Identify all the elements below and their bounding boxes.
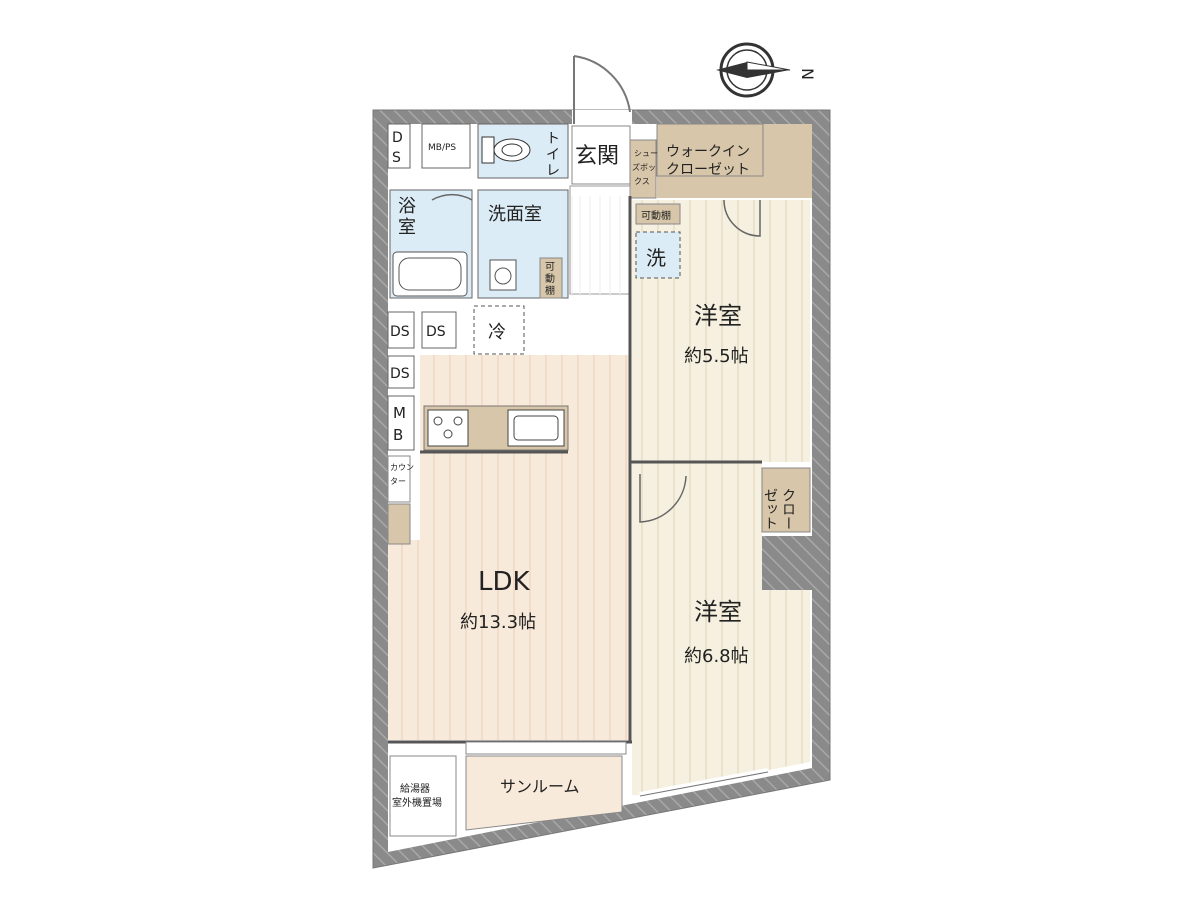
ds-shaft-1: [387, 311, 415, 349]
stove-icon: [427, 409, 469, 447]
svg-text:D: D: [392, 130, 403, 146]
svg-text:ズボッ: ズボッ: [632, 162, 656, 172]
sunroom-label: サンルーム: [500, 777, 580, 796]
svg-text:DS: DS: [390, 366, 410, 382]
svg-text:イ: イ: [546, 147, 560, 163]
svg-text:室外機置場: 室外機置場: [392, 796, 442, 809]
ldk-name: LDK: [478, 567, 531, 597]
laundry-area: [635, 231, 681, 279]
svg-text:室: 室: [398, 217, 416, 238]
western-room-2-floor: [632, 462, 810, 795]
svg-text:カウン: カウン: [390, 463, 414, 472]
water-heater-area: [389, 755, 457, 837]
ds-shaft-top: [387, 123, 411, 169]
movable-shelf-washroom: [539, 257, 563, 299]
fridge-label: 冷: [488, 322, 506, 343]
toilet-icon: [481, 136, 531, 164]
svg-text:DS: DS: [390, 324, 410, 340]
svg-text:可: 可: [545, 262, 555, 273]
svg-text:S: S: [392, 150, 401, 166]
svg-text:クス: クス: [634, 177, 650, 186]
laundry-label: 洗: [646, 246, 666, 270]
counter: [387, 455, 411, 503]
western-room-1-name: 洋室: [694, 302, 742, 330]
kitchen-sink-icon: [507, 409, 565, 447]
ds-shaft-2: [421, 311, 457, 349]
svg-text:棚: 棚: [545, 284, 555, 297]
svg-text:レ: レ: [546, 163, 560, 179]
sunroom: [465, 755, 623, 831]
north-label: N: [798, 68, 817, 80]
walk-in-closet-label-2: クローゼット: [666, 162, 750, 178]
svg-text:M: M: [393, 404, 406, 422]
svg-text:B: B: [393, 426, 403, 444]
svg-text:ゼット: ゼット: [762, 488, 778, 530]
svg-text:DS: DS: [426, 324, 446, 340]
svg-text:クロー: クロー: [780, 488, 796, 530]
svg-text:給湯器: 給湯器: [400, 782, 430, 795]
svg-text:MB/PS: MB/PS: [428, 143, 456, 153]
sink-icon: [489, 259, 517, 291]
fridge-space: [473, 305, 525, 355]
entrance-area: [571, 125, 631, 185]
mb-shaft: [387, 395, 415, 451]
svg-text:浴: 浴: [398, 196, 416, 217]
svg-text:可動棚: 可動棚: [641, 209, 671, 222]
bathtub-icon: [392, 251, 468, 297]
entrance-label: 玄関: [575, 144, 619, 169]
entrance-door: [573, 55, 631, 124]
svg-text:動: 動: [545, 272, 555, 285]
washroom-label: 洗面室: [488, 204, 542, 225]
ds-shaft-3: [387, 355, 415, 389]
mbps-shaft: [421, 123, 471, 169]
movable-shelf: [635, 203, 681, 225]
ldk-size: 約13.3帖: [460, 612, 536, 633]
svg-text:シュー: シュー: [634, 149, 658, 158]
walk-in-closet-label: ウォークイン: [666, 144, 750, 160]
svg-text:ター: ター: [390, 477, 406, 486]
western-room-2-size: 約6.8帖: [684, 646, 749, 667]
svg-text:ト: ト: [546, 131, 560, 147]
western-room-2-name: 洋室: [694, 598, 742, 626]
compass: N: [716, 42, 817, 98]
western-room-1-size: 約5.5帖: [684, 346, 749, 367]
closet: [761, 467, 811, 533]
